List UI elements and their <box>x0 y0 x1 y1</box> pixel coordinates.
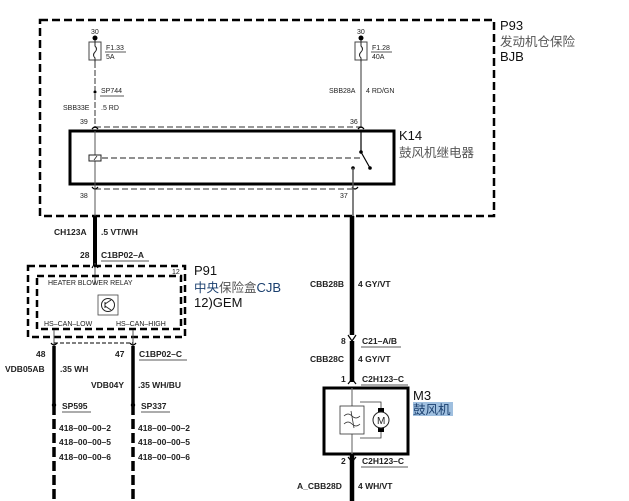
cjb-name-cn: 中央保险盒CJB <box>194 280 281 295</box>
ref-sp337-1[interactable]: 418–00–00–2 <box>138 423 190 433</box>
splice-sp744-dot <box>93 90 97 94</box>
pin-37: 37 <box>340 193 348 200</box>
splice-sp595-dot <box>51 402 57 408</box>
spec-sbb28a: 4 RD/GN <box>366 88 394 95</box>
gem-pin-high: HS–CAN–HIGH <box>116 321 166 328</box>
blower-motor-m3[interactable] <box>322 386 410 456</box>
fuse-right-rating: 40A <box>372 54 385 61</box>
pin-47: 47 <box>115 349 125 359</box>
pin-48: 48 <box>36 349 46 359</box>
relay-name-cn: 鼓风机继电器 <box>399 145 475 160</box>
circuit-sbb33e: SBB33E <box>63 105 90 112</box>
motor-icon <box>372 411 390 429</box>
splice-sp595: SP595 <box>62 401 88 411</box>
pin-8: 8 <box>341 336 346 346</box>
motor-id: M3 <box>413 388 431 403</box>
fuse-left-pin: 30 <box>91 29 99 36</box>
pin-36: 36 <box>350 119 358 126</box>
pin-39: 39 <box>80 119 88 126</box>
spec-cbb28b: 4 GY/VT <box>358 279 391 289</box>
cjb-name-cn-a: 中央 <box>194 280 220 295</box>
spec-cbb28c: 4 GY/VT <box>358 354 391 364</box>
fuse-right-pin: 30 <box>357 29 365 36</box>
fuse-left-rating: 5A <box>106 54 115 61</box>
cjb-name-cn-b: 保险盒 <box>219 280 257 295</box>
cjb-corner-pin: 12 <box>172 269 180 276</box>
fuse-f1-33[interactable] <box>88 35 126 63</box>
gem-pin-low: HS–CAN–LOW <box>44 321 93 328</box>
spec-ch123a: .5 VT/WH <box>101 227 138 237</box>
fuse-right-name: F1.28 <box>372 45 390 52</box>
motor-symbol: M <box>377 416 385 427</box>
circuit-cbb28b: CBB28B <box>310 279 344 289</box>
circuit-sbb28a: SBB28A <box>329 88 356 95</box>
relay-id: K14 <box>399 128 422 143</box>
pin-38: 38 <box>80 193 88 200</box>
relay-switch-icon <box>360 151 371 169</box>
cjb-boundary <box>26 264 187 339</box>
circuit-vdb05ab: VDB05AB <box>5 364 45 374</box>
ref-sp595-1[interactable]: 418–00–00–2 <box>59 423 111 433</box>
pin-1: 1 <box>341 374 346 384</box>
gem-module[interactable] <box>35 274 183 331</box>
bjb-id: P93 <box>500 18 523 33</box>
spec-sbb33e: .5 RD <box>101 105 119 112</box>
cjb-name-cjb: CJB <box>257 280 282 295</box>
fuse-pin-dot <box>358 35 364 41</box>
connector-c21: C21–A/B <box>362 336 397 346</box>
connector-c2h123-c-out: C2H123–C <box>362 456 404 466</box>
bjb-name-cn: 发动机仓保险 <box>500 34 576 49</box>
motor-name-highlight <box>413 402 453 416</box>
gem-inner-title: HEATER BLOWER RELAY <box>48 280 133 287</box>
motor-name-cn: 鼓风机 <box>413 402 451 417</box>
circuit-vdb04y: VDB04Y <box>91 380 124 390</box>
fuse-pin-dot <box>92 35 98 41</box>
bjb-boundary <box>38 18 496 218</box>
fuse-f1-28[interactable] <box>354 35 392 63</box>
connector-c1bp02-c: C1BP02–C <box>139 349 182 359</box>
bjb-name: BJB <box>500 49 524 64</box>
splice-sp337-dot <box>130 402 136 408</box>
cjb-id: P91 <box>194 263 217 278</box>
circuit-cbb28d: A_CBB28D <box>297 481 342 491</box>
ref-sp337-3[interactable]: 418–00–00–6 <box>138 452 190 462</box>
connector-c1bp02-a: C1BP02–A <box>101 250 144 260</box>
splice-sp744: SP744 <box>101 88 122 95</box>
fan-icon <box>339 405 365 435</box>
transistor-icon <box>97 294 119 316</box>
fuse-left-name: F1.33 <box>106 45 124 52</box>
spec-cbb28d: 4 WH/VT <box>358 481 393 491</box>
connector-c2h123-c-in: C2H123–C <box>362 374 404 384</box>
circuit-ch123a: CH123A <box>54 227 87 237</box>
spec-vdb04y: .35 WH/BU <box>138 380 181 390</box>
spec-vdb05ab: .35 WH <box>60 364 88 374</box>
ref-sp595-3[interactable]: 418–00–00–6 <box>59 452 111 462</box>
pin-28: 28 <box>80 250 90 260</box>
splice-sp337: SP337 <box>141 401 167 411</box>
pin-2: 2 <box>341 456 346 466</box>
gem-name: 12)GEM <box>194 295 242 310</box>
ref-sp595-2[interactable]: 418–00–00–5 <box>59 437 111 447</box>
circuit-cbb28c: CBB28C <box>310 354 344 364</box>
ref-sp337-2[interactable]: 418–00–00–5 <box>138 437 190 447</box>
